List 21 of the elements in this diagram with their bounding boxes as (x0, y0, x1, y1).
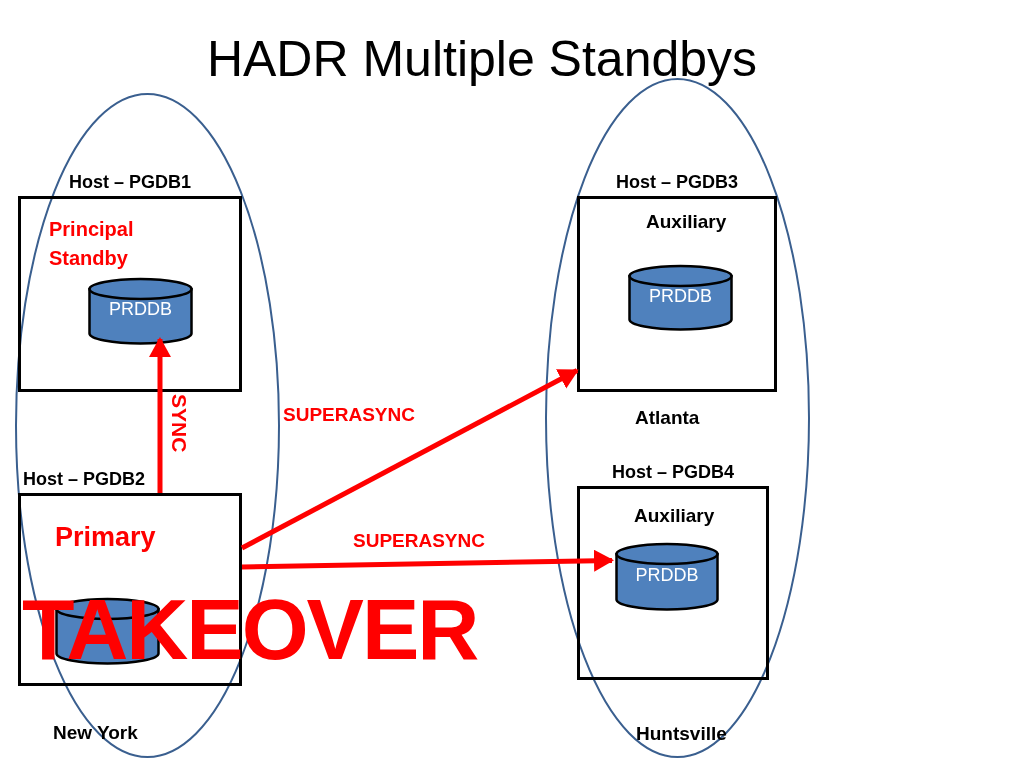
replication-arrow (241, 549, 614, 572)
database-cylinder (628, 265, 733, 331)
location-label: Atlanta (635, 407, 700, 429)
location-label: New York (53, 722, 138, 744)
host-name: Host – PGDB4 (612, 462, 734, 483)
role-label: Auxiliary (646, 211, 727, 233)
host-name: Host – PGDB3 (616, 172, 738, 193)
database-cylinder (88, 278, 193, 345)
database-name: PRDDB (634, 564, 700, 586)
host-name: Host – PGDB2 (23, 469, 146, 490)
role-label: Principal Standby (49, 217, 135, 271)
database-name: PRDDB (108, 299, 173, 321)
diagram-title: HADR Multiple Standbys (205, 30, 759, 88)
database-name: PRDDB (648, 286, 713, 308)
location-label: Huntsville (636, 723, 727, 745)
replication-arrow (240, 368, 579, 551)
database-cylinder (615, 543, 719, 611)
role-label: Primary (55, 522, 156, 553)
host-name: Host – PGDB1 (69, 172, 191, 193)
replication-arrow (149, 337, 171, 493)
role-label: Auxiliary (634, 505, 715, 527)
